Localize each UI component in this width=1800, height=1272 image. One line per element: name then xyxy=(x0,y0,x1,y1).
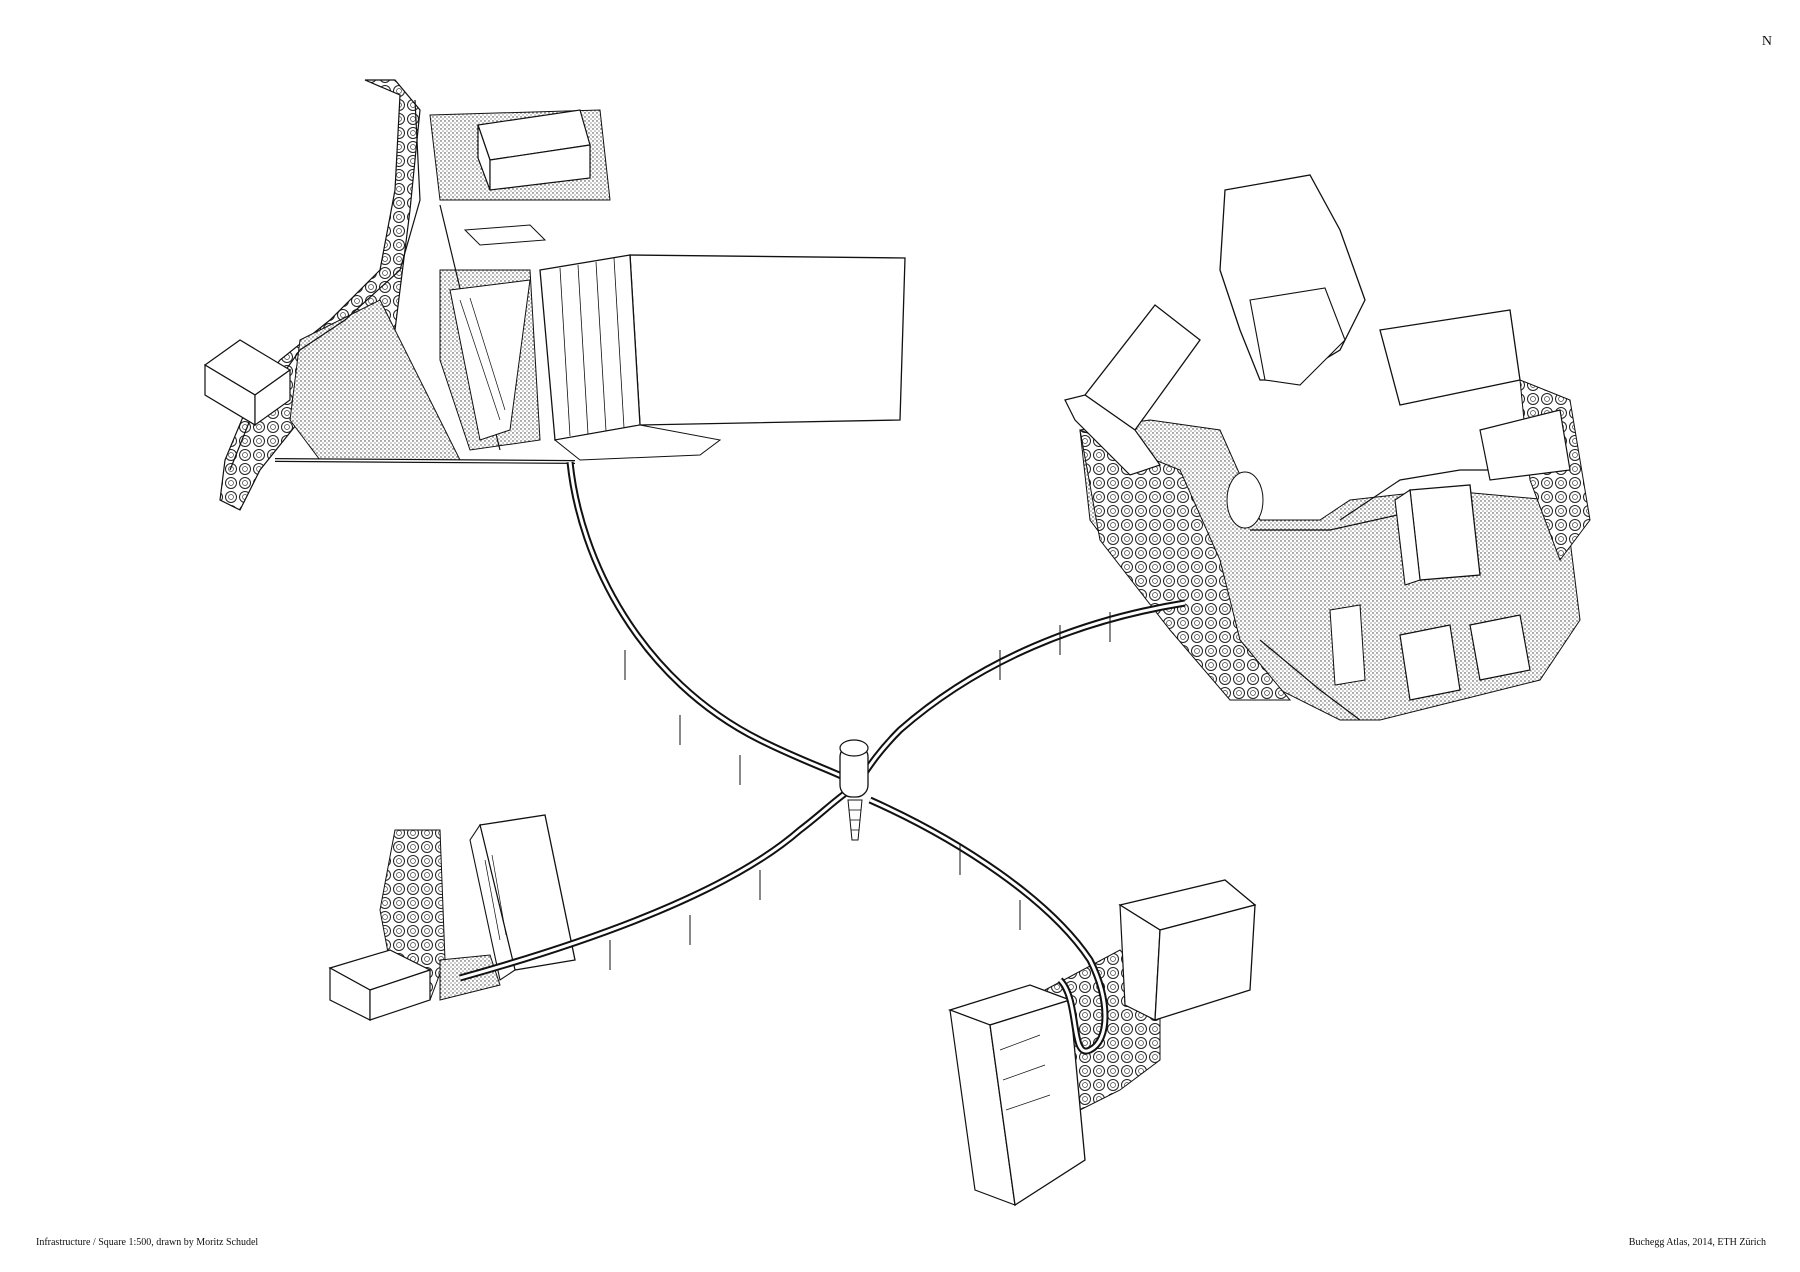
northeast-slab xyxy=(1064,304,1201,476)
northwest-top-building xyxy=(477,109,591,191)
caption-left: Infrastructure / Square 1:500, drawn by … xyxy=(36,1237,259,1248)
bridge-walkways xyxy=(459,461,1186,1055)
northeast-trees xyxy=(1079,429,1292,701)
walkway-northwest xyxy=(566,461,852,784)
northwest-cluster xyxy=(203,79,906,511)
southwest-low-building xyxy=(328,949,432,1021)
southeast-tower xyxy=(1118,879,1257,1021)
bridge-pillars xyxy=(609,612,1111,970)
northwest-house xyxy=(203,339,292,427)
walkway-northeast xyxy=(857,599,1186,782)
junction-tower xyxy=(839,739,869,841)
southwest-cluster xyxy=(328,814,576,1021)
caption-right: Buchegg Atlas, 2014, ETH Zürich xyxy=(1628,1237,1766,1248)
southeast-cluster xyxy=(947,879,1257,1207)
north-arrow-icon: N xyxy=(1761,34,1772,49)
southeast-slab xyxy=(947,984,1086,1207)
northeast-stepped-complex xyxy=(1219,174,1571,481)
northwest-large-block xyxy=(449,224,906,461)
northwest-walkway-straight-inner xyxy=(274,459,576,463)
northeast-lower-buildings xyxy=(1329,604,1531,701)
northeast-pond xyxy=(1226,471,1264,529)
northwest-lawn xyxy=(289,299,461,461)
northeast-cube xyxy=(1394,484,1481,586)
northeast-cluster xyxy=(1064,174,1591,721)
southwest-tall-building xyxy=(469,814,576,981)
